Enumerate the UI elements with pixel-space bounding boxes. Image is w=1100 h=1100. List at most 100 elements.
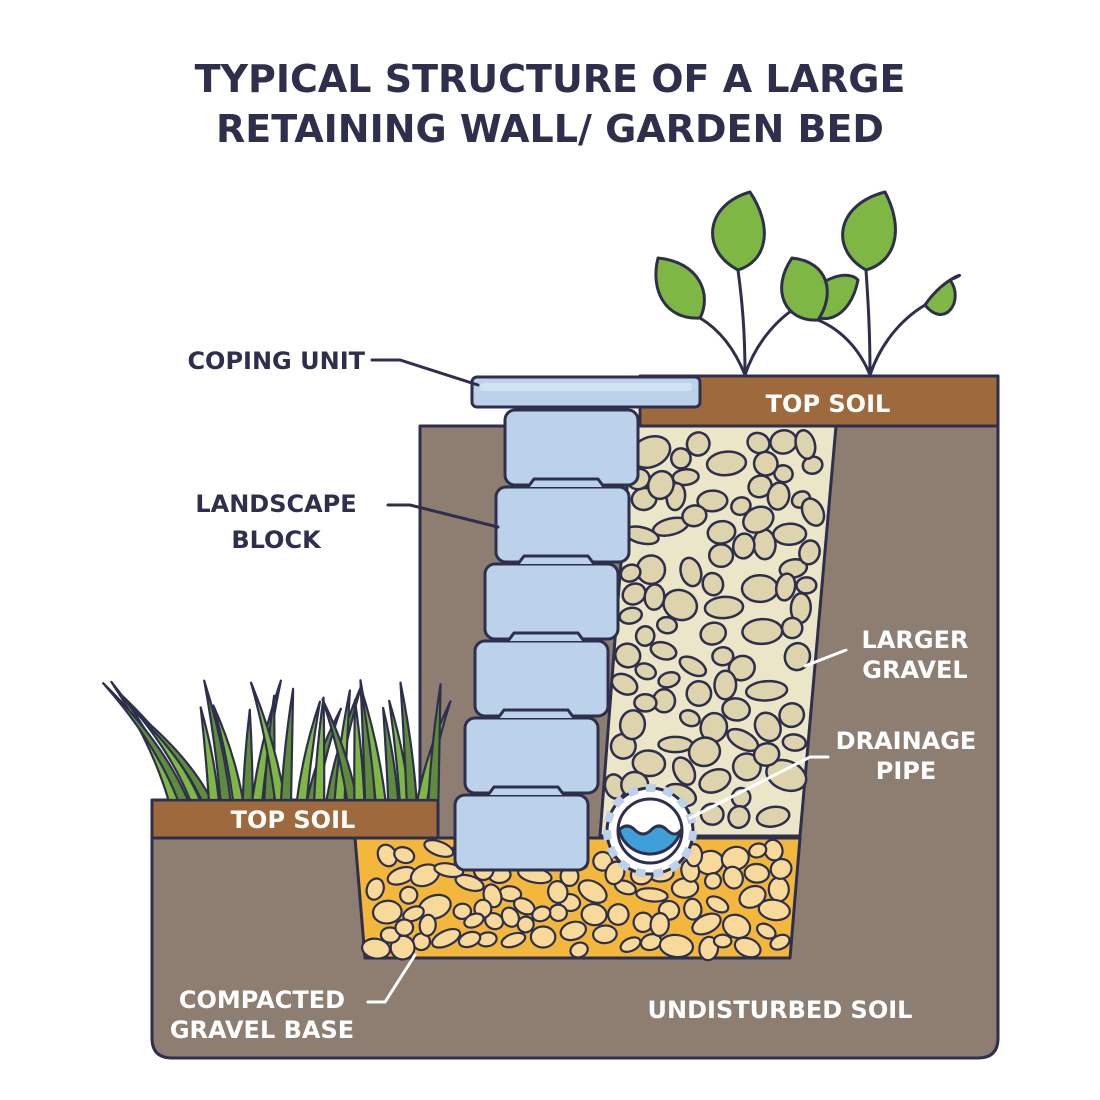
gravel-stone bbox=[643, 583, 666, 611]
gravel-stone bbox=[730, 496, 752, 517]
base-stone bbox=[360, 937, 392, 960]
gravel-stone bbox=[781, 733, 808, 752]
gravel-stone bbox=[703, 595, 745, 620]
gravel-stone bbox=[752, 450, 779, 477]
gravel-stone bbox=[746, 431, 771, 455]
gravel-stone bbox=[614, 642, 642, 669]
gravel-stone bbox=[707, 543, 735, 569]
landscape-block bbox=[453, 793, 590, 872]
base-stone bbox=[547, 880, 569, 904]
gravel-stone bbox=[621, 582, 647, 606]
base-stone bbox=[569, 941, 589, 959]
gravel-stone bbox=[633, 692, 658, 713]
drainage-pipe-label: DRAINAGE bbox=[836, 727, 977, 755]
grass-blade bbox=[295, 700, 322, 802]
gravel-stone bbox=[631, 749, 667, 778]
base-stone bbox=[767, 876, 790, 903]
gravel-stone bbox=[798, 539, 821, 566]
base-stone bbox=[757, 898, 791, 922]
grass-blade bbox=[427, 683, 442, 802]
gravel-stone bbox=[685, 680, 713, 707]
gravel-stone bbox=[610, 672, 639, 696]
landscape-block bbox=[473, 639, 610, 718]
gravel-stone bbox=[780, 616, 804, 640]
base-stone bbox=[769, 933, 791, 951]
gravel-stone bbox=[678, 709, 701, 728]
gravel-stone bbox=[701, 571, 725, 597]
gravel-stone bbox=[730, 786, 752, 809]
gravel-stone bbox=[742, 505, 775, 534]
gravel-stone bbox=[778, 702, 806, 729]
landscape-block bbox=[483, 562, 620, 641]
gravel-stone bbox=[747, 474, 773, 499]
grass-blade bbox=[199, 706, 220, 802]
grass-blade bbox=[359, 685, 387, 802]
gravel-stone bbox=[783, 641, 812, 672]
grass-blade bbox=[102, 682, 189, 802]
base-stone bbox=[516, 915, 535, 934]
grass-blade bbox=[203, 679, 232, 802]
plant-right bbox=[780, 190, 961, 377]
base-stone bbox=[531, 905, 552, 923]
gravel-stone bbox=[634, 625, 656, 647]
grass-blade bbox=[353, 699, 366, 802]
grass-blade bbox=[130, 707, 213, 802]
grass-blade bbox=[313, 696, 326, 802]
base-stone bbox=[365, 877, 385, 901]
gravel-stone bbox=[698, 767, 732, 794]
gravel-stone bbox=[681, 504, 708, 528]
larger-gravel-label: GRAVEL bbox=[862, 656, 967, 684]
base-stone bbox=[423, 839, 455, 858]
base-stone bbox=[722, 865, 744, 890]
coping-unit-leader bbox=[370, 358, 480, 387]
base-stone bbox=[577, 879, 608, 904]
base-stone bbox=[705, 895, 730, 914]
gravel-stone bbox=[669, 447, 692, 470]
gravel-stone bbox=[655, 615, 679, 635]
landscape-block-label: BLOCK bbox=[231, 526, 322, 554]
gravel-stone bbox=[671, 756, 697, 786]
gravel-stone bbox=[705, 450, 748, 477]
grass-blade bbox=[399, 681, 418, 802]
base-stone bbox=[635, 887, 669, 903]
base-stone bbox=[580, 902, 608, 927]
drainage-pipe-leader bbox=[688, 755, 830, 820]
undisturbed-soil-label: UNDISTURBED SOIL bbox=[648, 996, 913, 1024]
landscape-block-leader bbox=[386, 503, 500, 529]
gravel-stone bbox=[679, 556, 703, 588]
base-stone bbox=[393, 846, 416, 865]
drainage-pipe-label: PIPE bbox=[876, 757, 937, 785]
base-stone bbox=[457, 930, 482, 949]
base-stone bbox=[463, 912, 485, 929]
base-stone bbox=[454, 873, 485, 893]
gravel-stone bbox=[657, 670, 681, 689]
title-line-2: RETAINING WALL/ GARDEN BED bbox=[216, 107, 884, 151]
gravel-stone bbox=[774, 572, 797, 602]
gravel-stone bbox=[727, 804, 751, 830]
base-stone bbox=[721, 913, 752, 940]
base-stone bbox=[755, 922, 777, 940]
base-stone bbox=[712, 933, 733, 949]
gravel-stone bbox=[753, 711, 782, 743]
base-stone bbox=[743, 862, 771, 884]
base-stone bbox=[619, 936, 642, 953]
grass-blade bbox=[212, 704, 245, 802]
base-stone bbox=[703, 872, 723, 890]
larger-gravel-leader bbox=[803, 648, 848, 668]
grass-blade bbox=[249, 681, 287, 802]
drainage-pipe bbox=[603, 784, 697, 878]
landscape-block bbox=[503, 408, 640, 487]
base-stone bbox=[431, 927, 462, 949]
gravel-stone bbox=[794, 429, 817, 460]
gravel-stone bbox=[800, 497, 826, 527]
gravel-stone bbox=[711, 646, 735, 667]
gravel-stone bbox=[744, 679, 789, 702]
grass-blade bbox=[241, 708, 254, 802]
compacted-gravel-leader bbox=[366, 953, 417, 1004]
landscape-block bbox=[463, 716, 600, 795]
gravel-stone bbox=[755, 805, 791, 828]
base-stone bbox=[402, 905, 425, 923]
gravel-stone bbox=[649, 640, 678, 661]
gravel-stone bbox=[687, 736, 722, 768]
